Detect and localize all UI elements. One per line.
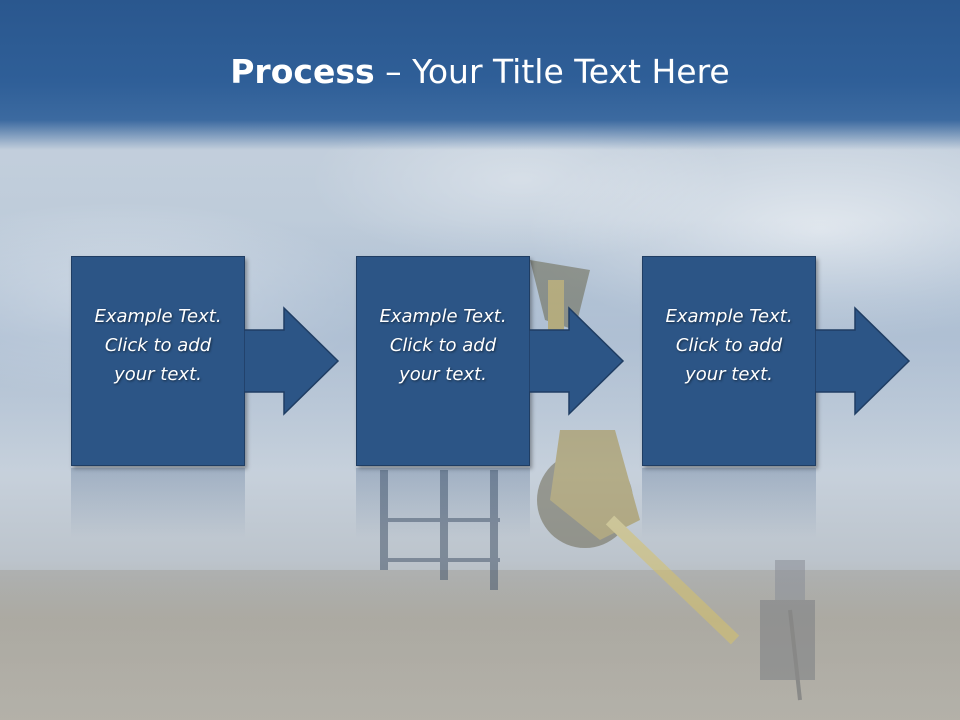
title-bold-text: Process [230,52,375,91]
process-step-3[interactable]: Example Text. Click to add your text. [642,256,816,466]
step-3-reflection [642,468,816,538]
step-2-arrow-icon [529,306,625,416]
step-1-arrow-icon [244,306,340,416]
title-bar [0,0,960,150]
step-1-reflection [71,468,245,538]
step-2-reflection [356,468,530,538]
step-2-text[interactable]: Example Text. Click to add your text. [379,305,507,385]
title-rest-text: – Your Title Text Here [374,52,730,91]
step-3-text[interactable]: Example Text. Click to add your text. [665,305,793,385]
step-3-arrow-icon [815,306,911,416]
process-step-1[interactable]: Example Text. Click to add your text. [71,256,245,466]
process-step-2[interactable]: Example Text. Click to add your text. [356,256,530,466]
slide-title[interactable]: Process – Your Title Text Here [0,52,960,91]
step-1-text[interactable]: Example Text. Click to add your text. [94,305,222,385]
